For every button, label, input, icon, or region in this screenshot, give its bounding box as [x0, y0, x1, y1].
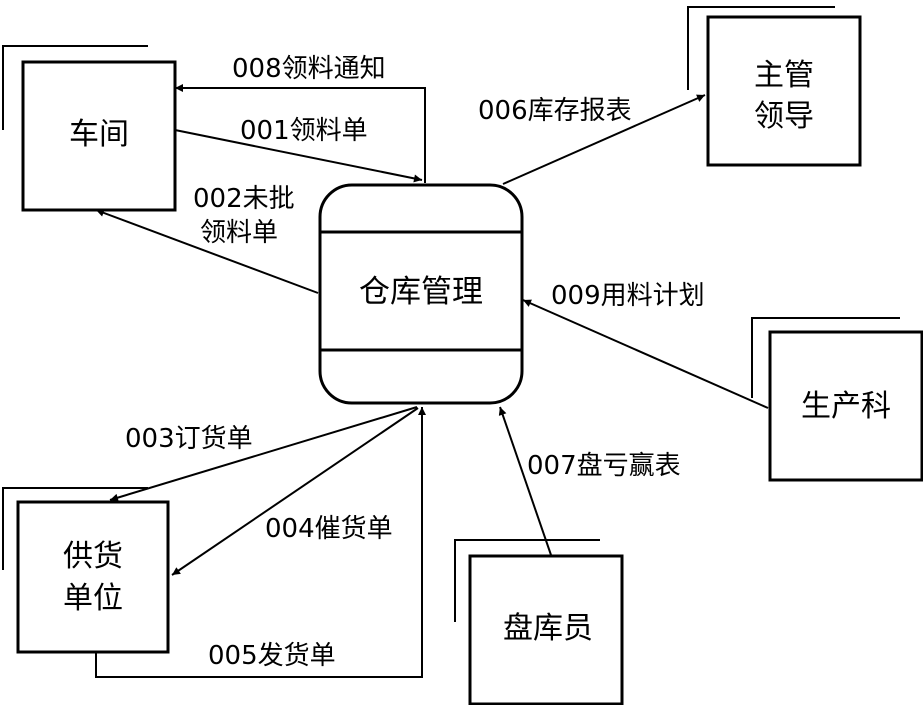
flow-001-label: 001领料单 [240, 116, 368, 146]
flow-002-label-line-1: 002未批 [193, 184, 295, 214]
entity-production-label: 生产科 [801, 389, 891, 424]
flow-002-label-line-2: 领料单 [200, 218, 278, 248]
entity-leader-line-1: 主管 [754, 58, 814, 93]
flow-008: 008领料通知 [175, 54, 426, 183]
process-title: 仓库管理 [359, 274, 483, 310]
flow-004: 004催货单 [171, 407, 419, 576]
flow-006: 006库存报表 [478, 94, 706, 185]
flow-002: 002未批 领料单 [95, 184, 319, 294]
flow-009-label: 009用料计划 [551, 281, 705, 311]
entity-production: 生产科 [751, 317, 923, 482]
process-warehouse-management: 仓库管理 [318, 183, 524, 405]
flow-005-label: 005发货单 [208, 641, 336, 671]
entity-workshop-label: 车间 [69, 117, 129, 152]
entity-supplier-line-2: 单位 [63, 581, 123, 616]
flow-009: 009用料计划 [522, 281, 769, 409]
flow-003-label: 003订货单 [125, 424, 253, 454]
entity-workshop: 车间 [2, 45, 177, 212]
entity-stock-clerk-label: 盘库员 [503, 611, 593, 646]
entity-supplier: 供货 单位 [2, 487, 170, 654]
flow-006-label: 006库存报表 [478, 96, 632, 126]
entity-supplier-line-1: 供货 [63, 539, 123, 574]
flow-001: 001领料单 [174, 116, 423, 183]
flow-005: 005发货单 [95, 407, 426, 678]
flow-007: 007盘亏赢表 [498, 406, 681, 556]
flow-003: 003订货单 [109, 406, 418, 502]
flow-007-label: 007盘亏赢表 [527, 451, 681, 481]
entity-stock-clerk: 盘库员 [454, 539, 624, 705]
entity-leader-line-2: 领导 [754, 99, 814, 134]
entity-leader: 主管 领导 [687, 6, 862, 167]
flow-004-label: 004催货单 [265, 514, 393, 544]
flow-008-label: 008领料通知 [232, 54, 386, 84]
